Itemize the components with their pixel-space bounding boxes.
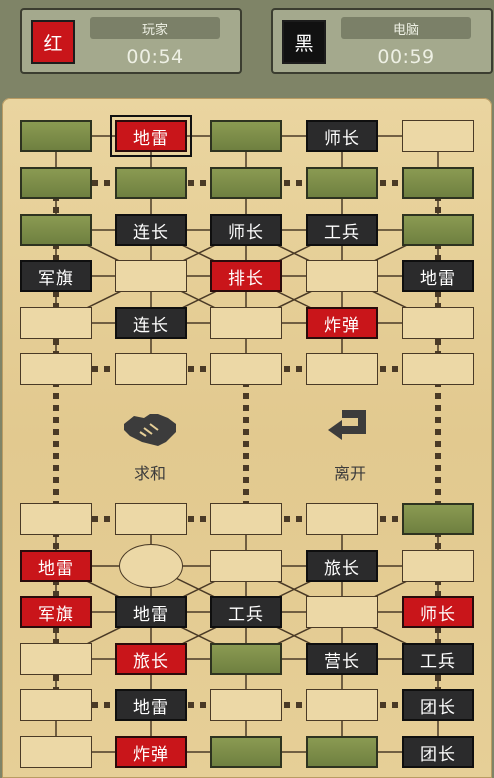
computer-timer: 00:59 — [377, 46, 435, 68]
return-arrow-icon — [328, 410, 366, 440]
top-r1-c3-hidden-piece[interactable] — [306, 167, 378, 199]
top-r4-c4-empty-post[interactable] — [402, 307, 474, 339]
top-r1-c2-hidden-piece[interactable] — [210, 167, 282, 199]
leave-game-label: 离开 — [333, 464, 366, 483]
top-r4-c1-piece[interactable]: 连长 — [115, 307, 187, 339]
draw-offer-button[interactable]: 求和 — [100, 406, 200, 484]
bottom-r4-c4-piece[interactable]: 团长 — [402, 689, 474, 721]
top-r5-c4-empty-post[interactable] — [402, 353, 474, 385]
top-r3-c4-piece[interactable]: 地雷 — [402, 260, 474, 292]
top-r2-c0-hidden-piece[interactable] — [20, 214, 92, 246]
top-r3-c3-empty-post[interactable] — [306, 260, 378, 292]
red-side-badge: 红 — [31, 20, 75, 64]
top-r5-c0-empty-post[interactable] — [20, 353, 92, 385]
bottom-r4-c3-empty-post[interactable] — [306, 689, 378, 721]
leave-game-button[interactable]: 离开 — [300, 406, 400, 484]
player-timer: 00:54 — [126, 46, 184, 68]
top-r0-c0-hidden-piece[interactable] — [20, 120, 92, 152]
top-r0-c4-empty-post[interactable] — [402, 120, 474, 152]
bottom-r5-c3-hidden-piece[interactable] — [306, 736, 378, 768]
top-r3-c2-piece[interactable]: 排长 — [210, 260, 282, 292]
camp-position[interactable] — [119, 544, 183, 588]
top-r0-c3-piece[interactable]: 师长 — [306, 120, 378, 152]
bottom-r5-c1-piece[interactable]: 炸弹 — [115, 736, 187, 768]
top-r2-c2-piece[interactable]: 师长 — [210, 214, 282, 246]
bottom-r2-c1-piece[interactable]: 地雷 — [115, 596, 187, 628]
top-r4-c2-empty-post[interactable] — [210, 307, 282, 339]
top-r2-c1-piece[interactable]: 连长 — [115, 214, 187, 246]
player-name-label: 玩家 — [90, 17, 220, 39]
bottom-r1-c3-piece[interactable]: 旅长 — [306, 550, 378, 582]
top-r4-c3-piece[interactable]: 炸弹 — [306, 307, 378, 339]
bottom-r1-c0-piece[interactable]: 地雷 — [20, 550, 92, 582]
bottom-r0-c4-hidden-piece[interactable] — [402, 503, 474, 535]
black-player-panel: 黑 电脑 00:59 — [271, 8, 493, 74]
red-player-panel: 红 玩家 00:54 — [20, 8, 242, 74]
game-board: 地雷师长连长师长工兵军旗排长地雷连长炸弹地雷旅长军旗地雷工兵师长旅长营长工兵地雷… — [2, 98, 492, 778]
bottom-r5-c2-hidden-piece[interactable] — [210, 736, 282, 768]
top-r3-c1-empty-post[interactable] — [115, 260, 187, 292]
bottom-r2-c4-piece[interactable]: 师长 — [402, 596, 474, 628]
bottom-r0-c0-empty-post[interactable] — [20, 503, 92, 535]
bottom-r0-c2-empty-post[interactable] — [210, 503, 282, 535]
computer-name-label: 电脑 — [341, 17, 471, 39]
bottom-r1-c4-empty-post[interactable] — [402, 550, 474, 582]
handshake-icon — [124, 414, 176, 446]
black-side-badge: 黑 — [282, 20, 326, 64]
bottom-r5-c4-piece[interactable]: 团长 — [402, 736, 474, 768]
bottom-r0-c3-empty-post[interactable] — [306, 503, 378, 535]
bottom-r3-c0-empty-post[interactable] — [20, 643, 92, 675]
bottom-r3-c1-piece[interactable]: 旅长 — [115, 643, 187, 675]
bottom-r5-c0-empty-post[interactable] — [20, 736, 92, 768]
top-r5-c1-empty-post[interactable] — [115, 353, 187, 385]
board-rail-lines — [53, 135, 441, 753]
bottom-r4-c2-empty-post[interactable] — [210, 689, 282, 721]
top-r1-c0-hidden-piece[interactable] — [20, 167, 92, 199]
top-r2-c3-piece[interactable]: 工兵 — [306, 214, 378, 246]
bottom-r3-c4-piece[interactable]: 工兵 — [402, 643, 474, 675]
draw-offer-label: 求和 — [133, 464, 166, 483]
top-r1-c1-hidden-piece[interactable] — [115, 167, 187, 199]
bottom-r4-c0-empty-post[interactable] — [20, 689, 92, 721]
top-r5-c3-empty-post[interactable] — [306, 353, 378, 385]
top-r2-c4-hidden-piece[interactable] — [402, 214, 474, 246]
top-r1-c4-hidden-piece[interactable] — [402, 167, 474, 199]
bottom-r3-c2-hidden-piece[interactable] — [210, 643, 282, 675]
bottom-r2-c2-piece[interactable]: 工兵 — [210, 596, 282, 628]
bottom-r0-c1-empty-post[interactable] — [115, 503, 187, 535]
bottom-r2-c0-piece[interactable]: 军旗 — [20, 596, 92, 628]
top-r0-c1-piece[interactable]: 地雷 — [110, 115, 192, 157]
top-r5-c2-empty-post[interactable] — [210, 353, 282, 385]
top-r0-c2-hidden-piece[interactable] — [210, 120, 282, 152]
bottom-r2-c3-empty-post[interactable] — [306, 596, 378, 628]
bottom-r4-c1-piece[interactable]: 地雷 — [115, 689, 187, 721]
bottom-r3-c3-piece[interactable]: 营长 — [306, 643, 378, 675]
top-r4-c0-empty-post[interactable] — [20, 307, 92, 339]
bottom-r1-c2-empty-post[interactable] — [210, 550, 282, 582]
top-r3-c0-piece[interactable]: 军旗 — [20, 260, 92, 292]
